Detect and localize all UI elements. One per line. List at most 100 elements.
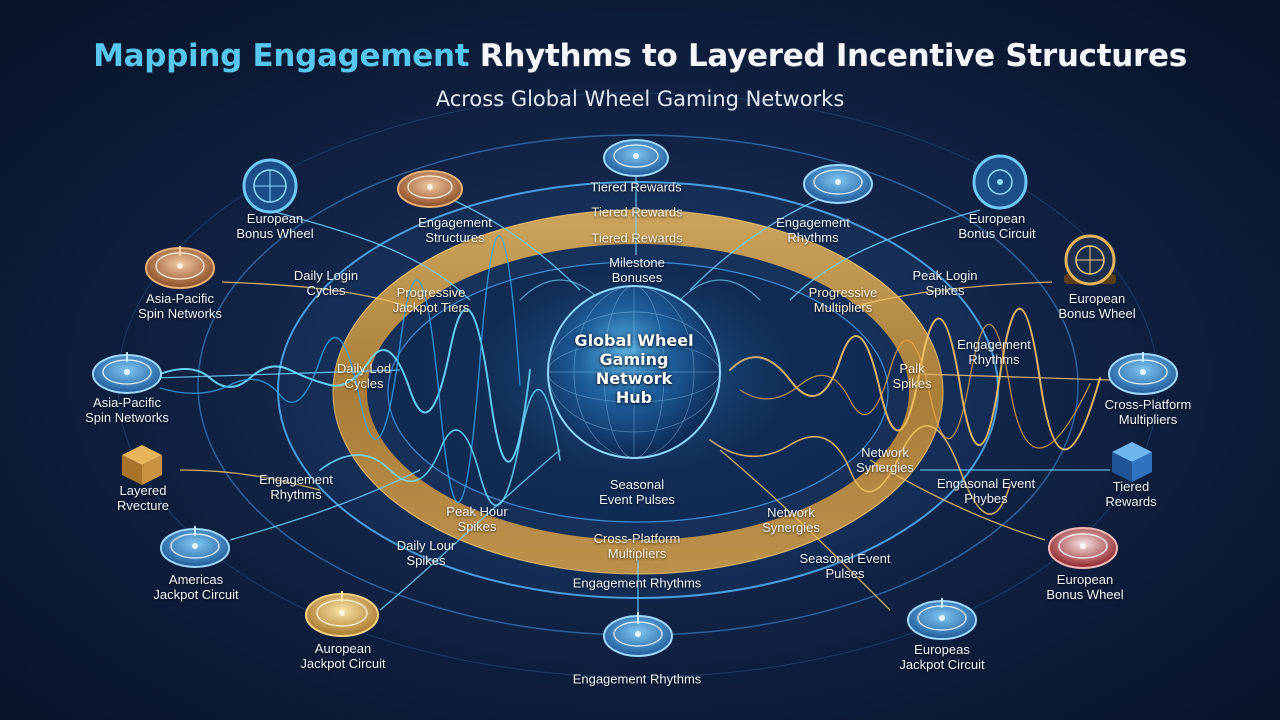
- label-line: Bonus Wheel: [1046, 587, 1124, 602]
- hub-globe: [547, 285, 721, 459]
- label-line: Europeas: [914, 642, 970, 657]
- label-line: Bonus Circuit: [958, 226, 1036, 241]
- label-seasonal-event-pulses: Seasonal Event Pulses: [799, 551, 890, 581]
- label-engagement-structures: Engagement Structures: [418, 215, 492, 245]
- label-line: Seasonal Event: [799, 551, 891, 566]
- node-label-n15[interactable]: Europeas Jackpot Circuit: [899, 642, 984, 672]
- label-daily-lod: Daily Lod Cycles: [337, 361, 391, 391]
- label-line: Jackpot Tiers: [392, 300, 470, 315]
- label-line: Engagement: [259, 472, 333, 487]
- node-label-n12[interactable]: Cross-Platform Multipliers: [1105, 397, 1192, 427]
- label-progressive-multipliers: Progressive Multipliers: [809, 285, 878, 315]
- node-label-n4[interactable]: Layered Rvecture: [117, 483, 169, 513]
- label-line: Pulses: [825, 566, 865, 581]
- label-line: Spikes: [925, 283, 965, 298]
- wheel-icon-n3: [92, 352, 162, 394]
- label-line: Rhythms: [787, 230, 839, 245]
- label-peak-login: Peak Login Spikes: [912, 268, 977, 298]
- label-line: European: [1056, 572, 1114, 587]
- wheel-icon-n11: [1064, 234, 1116, 286]
- label-line: Rewards: [1105, 494, 1157, 509]
- node-label-n3[interactable]: Asia-Pacific Spin Networks: [85, 395, 169, 425]
- cube-icon-n4: [122, 445, 162, 485]
- label-line: Multipliers: [813, 300, 873, 315]
- label-line: Layered: [119, 483, 167, 498]
- label-line: Cycles: [344, 376, 384, 391]
- label-line: Peak Hour: [446, 504, 508, 519]
- label-engagement-rhythms-top: Engagement Rhythms: [776, 215, 850, 245]
- wheel-icon-n15: [907, 598, 977, 640]
- label-line: Engagement: [957, 337, 1031, 352]
- label-daily-lour: Daily Lour Spikes: [397, 538, 456, 568]
- label-line: European: [246, 211, 304, 226]
- hub-label: Global Wheel Gaming Network Hub: [574, 331, 693, 407]
- wheel-icon-n7: [397, 170, 463, 208]
- hub-line: Hub: [615, 388, 653, 407]
- hub-line: Global Wheel: [574, 331, 694, 350]
- label-line: Synergies: [856, 460, 914, 475]
- ring-label-engagement-outer: Engagement Rhythms: [572, 671, 702, 687]
- label-line: Progressive: [396, 285, 466, 300]
- ring-label-engagement-bottom: Engagement Rhythms: [572, 575, 702, 591]
- label-line: Peak Login: [912, 268, 978, 283]
- label-line: Cross-Platform: [593, 531, 681, 546]
- label-line: Daily Login: [293, 268, 359, 283]
- label-line: Cycles: [306, 283, 346, 298]
- wheel-icon-n8: [603, 139, 669, 177]
- label-peak-hour: Peak Hour Spikes: [446, 504, 507, 534]
- label-line: Spin Networks: [85, 410, 169, 425]
- title-accent: Mapping Engagement: [93, 38, 470, 74]
- wheel-icon-n12: [1108, 352, 1178, 395]
- label-line: Asia-Pacific: [146, 291, 214, 306]
- label-line: European: [968, 211, 1026, 226]
- node-label-n5[interactable]: Americas Jackpot Circuit: [153, 572, 238, 602]
- label-engasonal-event: Engasonal Event Phybes: [937, 476, 1035, 506]
- label-line: Jackpot Circuit: [300, 656, 386, 671]
- ring-label-inner-top: Tiered Rewards: [591, 230, 683, 246]
- label-line: Multipliers: [1118, 412, 1178, 427]
- node-label-n2[interactable]: Asia-Pacific Spin Networks: [138, 291, 222, 321]
- label-network-synergies-right: Network Synergies: [856, 445, 914, 475]
- label-line: Spikes: [892, 376, 932, 391]
- label-line: Jackpot Circuit: [899, 657, 985, 672]
- label-line: Daily Lod: [336, 361, 392, 376]
- label-line: Spikes: [406, 553, 446, 568]
- cube-icon-n13: [1112, 442, 1152, 482]
- wheel-icon-n6: [305, 591, 379, 637]
- ring-label-seasonal: Seasonal Event Pulses: [599, 477, 675, 507]
- wheel-icon-n9: [803, 164, 873, 204]
- ring-label-outer-top: Tiered Rewards: [590, 179, 682, 195]
- label-line: Rhythms: [270, 487, 322, 502]
- ring-label-gold-top: Tiered Rewards: [591, 204, 683, 220]
- label-line: Structures: [425, 230, 485, 245]
- label-line: Phybes: [964, 491, 1008, 506]
- label-line: Engagement: [418, 215, 492, 230]
- label-network-synergies-bottom: Network Synergies: [762, 505, 820, 535]
- node-label-n1[interactable]: European Bonus Wheel: [236, 211, 313, 241]
- node-label-n14[interactable]: European Bonus Wheel: [1046, 572, 1123, 602]
- label-line: Jackpot Circuit: [153, 587, 239, 602]
- gold-ring: [333, 210, 943, 574]
- label-line: Network: [861, 445, 909, 460]
- title-rest: Rhythms to Layered Incentive Structures: [469, 38, 1187, 74]
- wheel-icon-n10: [972, 154, 1028, 210]
- label-line: Bonus Wheel: [236, 226, 314, 241]
- label-line: Multipliers: [607, 546, 667, 561]
- node-label-n6[interactable]: Auropean Jackpot Circuit: [300, 641, 385, 671]
- node-label-n13[interactable]: Tiered Rewards: [1105, 479, 1156, 509]
- label-line: Seasonal: [609, 477, 665, 492]
- label-daily-login: Daily Login Cycles: [294, 268, 358, 298]
- label-line: Milestone: [609, 255, 665, 270]
- label-line: Rhythms: [968, 352, 1020, 367]
- label-line: Auropean: [314, 641, 372, 656]
- label-line: Daily Lour: [396, 538, 456, 553]
- node-label-n11[interactable]: European Bonus Wheel: [1058, 291, 1135, 321]
- label-line: European: [1068, 291, 1126, 306]
- label-palk-spikes: Palk Spikes: [892, 361, 931, 391]
- label-line: Tiered: [1112, 479, 1150, 494]
- node-label-n10[interactable]: European Bonus Circuit: [958, 211, 1035, 241]
- label-line: Network: [767, 505, 815, 520]
- label-line: Engagement: [776, 215, 850, 230]
